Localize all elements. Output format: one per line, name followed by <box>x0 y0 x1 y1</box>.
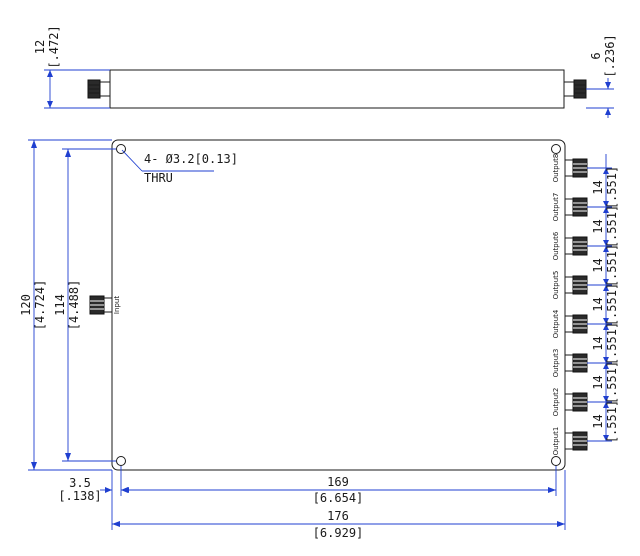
pitch-inch: [.551] <box>605 283 619 326</box>
dim-side-offset-value: 6 <box>589 52 603 59</box>
output-label: Output4 <box>552 309 560 338</box>
mounting-hole-bottom-left <box>116 456 126 466</box>
top-body <box>111 139 566 471</box>
dim-hole-width-value: 169 <box>327 475 349 489</box>
pitch-dimension: 14[.551] <box>591 244 619 287</box>
output-connector: Output4 <box>552 309 588 338</box>
pitch-inch: [.551] <box>605 400 619 443</box>
pitch-value: 14 <box>591 336 605 350</box>
pitch-value: 14 <box>591 219 605 233</box>
dim-overall-height-inch: [4.724] <box>33 280 47 331</box>
pitch-inch: [.551] <box>605 322 619 365</box>
dim-hole-height-inch: [4.488] <box>67 280 81 331</box>
pitch-value: 14 <box>591 180 605 194</box>
mounting-hole-top-left <box>116 144 126 154</box>
output-connector: Output3 <box>552 349 588 378</box>
pitch-dimension: 14[.551] <box>591 166 619 209</box>
output-label: Output6 <box>552 231 560 260</box>
output-label: Output8 <box>552 154 560 183</box>
output-connector: Output1 <box>552 427 588 456</box>
pitch-inch: [.551] <box>605 244 619 287</box>
mounting-hole-top-right <box>551 144 561 154</box>
output-connector: Output7 <box>552 193 588 222</box>
dim-side-offset-inch: [.236] <box>603 34 617 77</box>
top-view: 4- Ø3.2[0.13] THRU Input Output8Output7O… <box>19 139 619 540</box>
dim-edge-offset: 3.5 [.138] <box>58 476 130 503</box>
pitch-value: 14 <box>591 258 605 272</box>
side-right-connector <box>563 79 587 99</box>
dim-edge-offset-inch: [.138] <box>58 489 101 503</box>
hole-note: 4- Ø3.2[0.13] THRU <box>121 149 238 185</box>
side-view: 12 [.472] 6 [.236] <box>33 25 617 118</box>
pitch-inch: [.551] <box>605 361 619 404</box>
pitch-value: 14 <box>591 297 605 311</box>
output-connector: Output5 <box>552 271 588 300</box>
pitch-dimension: 14[.551] <box>591 322 619 365</box>
hole-note-text: 4- Ø3.2[0.13] <box>144 152 238 166</box>
dim-side-offset: 6 [.236] <box>586 34 617 118</box>
pitch-value: 14 <box>591 414 605 428</box>
pitch-value: 14 <box>591 375 605 389</box>
input-connector: Input <box>89 295 121 315</box>
dim-overall-height-value: 120 <box>19 294 33 316</box>
output-label: Output7 <box>552 193 560 222</box>
dim-side-height-inch: [.472] <box>47 25 61 68</box>
pitch-dimension: 14[.551] <box>591 283 619 326</box>
output-connectors: Output8Output7Output6Output5Output4Outpu… <box>552 154 588 456</box>
dim-overall-width: 176 [6.929] <box>112 509 565 540</box>
output-label: Output5 <box>552 271 560 300</box>
pitch-inch: [.551] <box>605 205 619 248</box>
pitch-dimension: 14[.551] <box>591 361 619 404</box>
dim-hole-width-inch: [6.654] <box>313 491 364 505</box>
hole-note-thru: THRU <box>144 171 173 185</box>
dim-overall-width-inch: [6.929] <box>313 526 364 540</box>
dim-side-height-value: 12 <box>33 40 47 54</box>
output-connector: Output6 <box>552 231 588 260</box>
dim-side-height: 12 [.472] <box>33 25 110 109</box>
output-label: Output3 <box>552 349 560 378</box>
side-left-connector <box>87 79 111 99</box>
pitch-dimension: 14[.551] <box>591 205 619 248</box>
dim-hole-height-value: 114 <box>53 294 67 316</box>
pitch-dimension: 14[.551] <box>591 400 619 443</box>
side-body <box>109 69 565 109</box>
dim-hole-width: 169 [6.654] <box>121 475 556 505</box>
dim-overall-width-value: 176 <box>327 509 349 523</box>
pitch-inch: [.551] <box>605 166 619 209</box>
output-label: Output2 <box>552 388 560 417</box>
dim-edge-offset-value: 3.5 <box>69 476 91 490</box>
output-connector: Output8 <box>552 154 588 183</box>
output-label: Output1 <box>552 427 560 456</box>
dim-overall-height: 120 [4.724] <box>19 139 112 471</box>
dim-hole-height: 114 [4.488] <box>53 148 116 462</box>
input-label: Input <box>113 296 121 314</box>
output-connector: Output2 <box>552 388 588 417</box>
mounting-hole-bottom-right <box>551 456 561 466</box>
port-pitch-dimensions: 14[.551]14[.551]14[.551]14[.551]14[.551]… <box>587 154 619 443</box>
